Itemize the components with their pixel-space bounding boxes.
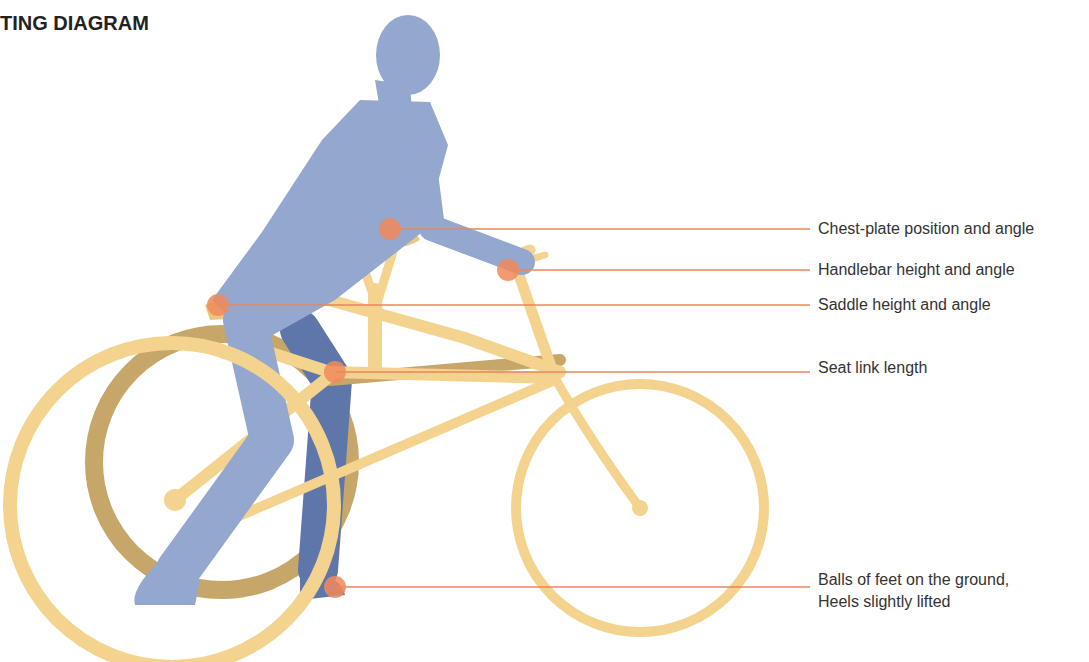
- front-hub: [632, 500, 648, 516]
- rear-hub: [164, 489, 186, 511]
- callout-label: Seat link length: [818, 357, 1078, 379]
- callout-label: Balls of feet on the ground, Heels sligh…: [818, 569, 1043, 613]
- leader-lines: [218, 229, 810, 587]
- fit-points: [207, 218, 519, 598]
- diagram-title: TING DIAGRAM: [0, 12, 149, 35]
- rider-arm: [420, 135, 522, 262]
- rider-silhouette: [212, 15, 448, 345]
- rear-wheel: [10, 343, 334, 662]
- callout-label: Handlebar height and angle: [818, 259, 1078, 281]
- callout-label: Saddle height and angle: [818, 294, 1078, 316]
- callout-label: Chest-plate position and angle: [818, 218, 1078, 240]
- near-foot: [134, 560, 200, 605]
- front-wheel: [516, 384, 764, 632]
